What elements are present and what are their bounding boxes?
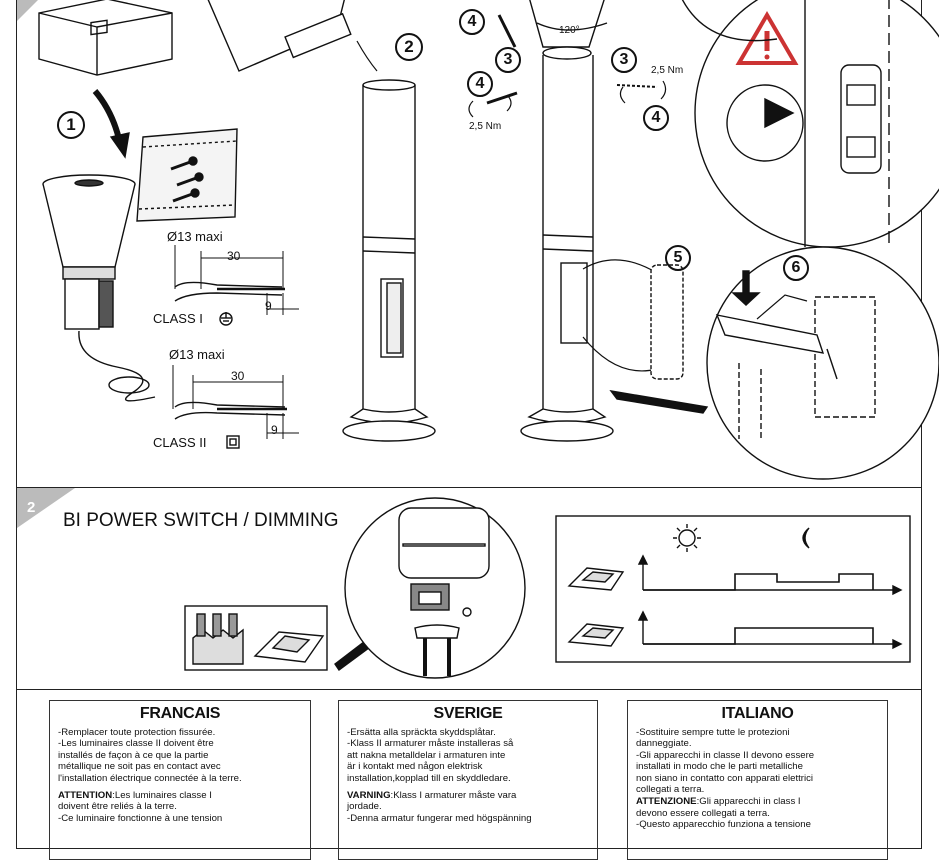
angle-label: 120° <box>559 25 580 36</box>
note-italian: ITALIANO -Sostituire sempre tutte le pro… <box>627 700 888 860</box>
step-number-4b: 4 <box>467 71 493 97</box>
note-warning: VARNING:Klass I armaturer måste vara jor… <box>347 790 589 824</box>
wire-class2-diagram <box>172 365 299 439</box>
step-number-4c: 4 <box>643 105 669 131</box>
power-switch-drawing <box>17 488 911 679</box>
detail-circle-top <box>681 0 939 248</box>
power-switch-section: 2 BI POWER SWITCH / DIMMING <box>16 487 922 690</box>
full-power-signal <box>643 627 874 645</box>
note-warning: ATTENZIONE:Gli apparecchi in class I dev… <box>636 796 879 830</box>
step-number-6: 6 <box>783 255 809 281</box>
class2-end-length: 9 <box>271 423 278 437</box>
wire-class1-diagram <box>174 245 299 315</box>
step-number-5: 5 <box>665 245 691 271</box>
step-tab <box>17 488 75 528</box>
notes-section: FRANCAIS -Remplacer toute protection fis… <box>16 689 922 860</box>
warning-text: :Les luminaires classe I doivent être re… <box>58 790 223 824</box>
step-number-section2: 2 <box>27 499 36 516</box>
screw-bag <box>136 128 238 222</box>
installation-section: 1 2 3 3 4 4 4 4 5 6 120° 2,5 Nm 2,5 Nm Ø… <box>16 0 939 488</box>
step-number-2: 2 <box>395 33 423 61</box>
step-number-1: 1 <box>57 111 85 139</box>
note-title: ITALIANO <box>721 705 794 722</box>
note-title: FRANCAIS <box>139 705 221 722</box>
class2-strip-length: 30 <box>231 369 245 383</box>
bollard-pole-right <box>468 0 684 442</box>
note-body: -Remplacer toute protection fissurée. -L… <box>58 727 242 784</box>
warning-text: :Klass I armaturer måste vara jordade. -… <box>347 790 532 824</box>
warning-word: ATTENZIONE <box>636 796 697 808</box>
torque-label-left: 2,5 Nm <box>469 121 502 132</box>
section-title: BI POWER SWITCH / DIMMING <box>63 510 339 531</box>
corner-tab <box>17 0 38 21</box>
step-number-4a: 4 <box>459 9 485 35</box>
note-warning: ATTENTION:Les luminaires classe I doiven… <box>58 790 302 824</box>
sun-icon <box>673 524 701 552</box>
class2-icon <box>226 435 240 449</box>
step-number-3a: 3 <box>495 47 521 73</box>
note-title: SVERIGE <box>433 705 503 722</box>
warning-text: :Gli apparecchi in class I devono essere… <box>636 796 811 831</box>
dimming-signal <box>643 573 874 591</box>
class1-end-length: 9 <box>265 299 272 313</box>
note-french: FRANCAIS -Remplacer toute protection fis… <box>49 700 311 860</box>
switch-icon-small <box>253 631 325 663</box>
switch-closeup-circle <box>344 497 526 679</box>
moon-icon <box>802 527 810 549</box>
step-number-3b: 3 <box>611 47 637 73</box>
note-swedish: SVERIGE -Ersätta alla spräckta skyddsplå… <box>338 700 598 860</box>
note-body: -Sostituire sempre tutte le protezioni d… <box>636 727 815 796</box>
warning-word: ATTENTION <box>58 790 113 802</box>
class1-strip-length: 30 <box>227 249 241 263</box>
class2-diameter: Ø13 maxi <box>169 347 225 362</box>
class2-label: CLASS II <box>153 435 207 450</box>
class1-label: CLASS I <box>153 311 203 326</box>
box-illustration <box>38 0 173 76</box>
warning-word: VARNING <box>347 790 391 802</box>
bollard-pole-left <box>207 0 436 442</box>
note-body: -Ersätta alla spräckta skyddsplåtar. -Kl… <box>347 727 514 784</box>
dimming-chart <box>555 515 911 663</box>
detail-circle-bottom <box>706 246 939 480</box>
earth-icon <box>219 312 233 326</box>
torque-label-right: 2,5 Nm <box>651 65 684 76</box>
class1-diameter: Ø13 maxi <box>167 229 223 244</box>
installation-drawing <box>17 0 939 480</box>
luminaire-head <box>42 174 156 402</box>
